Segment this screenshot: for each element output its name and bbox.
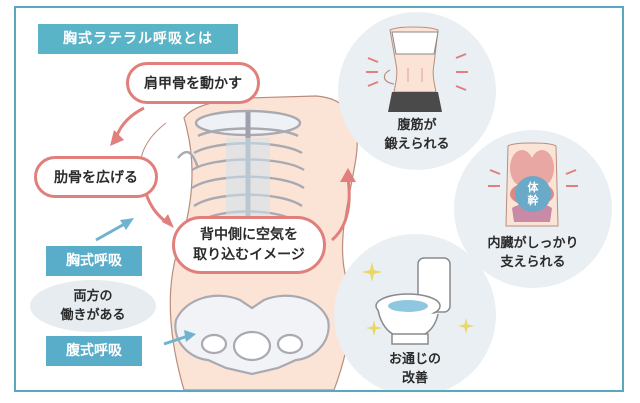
benefit-abs-text-1: 腹筋が bbox=[397, 118, 437, 133]
benefit-bowel-circle: お通じの 改善 bbox=[334, 234, 496, 390]
chest-breathing-tag: 胸式呼吸 bbox=[46, 246, 142, 276]
title-tag: 胸式ラテラル呼吸とは bbox=[38, 24, 238, 54]
toilet-illustration bbox=[375, 257, 451, 345]
core-badge: 体 幹 bbox=[515, 176, 551, 212]
woman-abs-illustration bbox=[366, 26, 468, 112]
benefit-bowel-text-1: お通じの bbox=[388, 352, 441, 367]
benefit-abs-text-2: 鍛えられる bbox=[384, 137, 450, 152]
infographic-frame: 胸式ラテラル呼吸とは 肩甲骨を動かす 肋骨を広げる 背中側に空気を 取り込むイメ… bbox=[14, 6, 624, 392]
sparkle-icon bbox=[458, 318, 474, 334]
ribs-label: 肋骨を広げる bbox=[34, 156, 158, 198]
sparkle-icon bbox=[362, 262, 382, 282]
benefit-abs-circle: 腹筋が 鍛えられる bbox=[338, 12, 496, 170]
scapula-label: 肩甲骨を動かす bbox=[126, 62, 260, 104]
both-functions-label: 両方の 働きがある bbox=[30, 280, 156, 332]
back-breathing-label: 背中側に空気を 取り込むイメージ bbox=[172, 216, 326, 274]
pelvis-illustration bbox=[174, 294, 330, 376]
abdominal-breathing-tag: 腹式呼吸 bbox=[46, 336, 142, 366]
benefit-organs-circle: 体 幹 内臓がしっかり 支えられる bbox=[454, 130, 612, 288]
benefit-organs-text-1: 内臓がしっかり bbox=[487, 236, 579, 251]
benefit-bowel-text-2: 改善 bbox=[401, 371, 428, 386]
benefit-organs-text-2: 支えられる bbox=[500, 255, 566, 270]
sparkle-icon bbox=[366, 320, 382, 336]
